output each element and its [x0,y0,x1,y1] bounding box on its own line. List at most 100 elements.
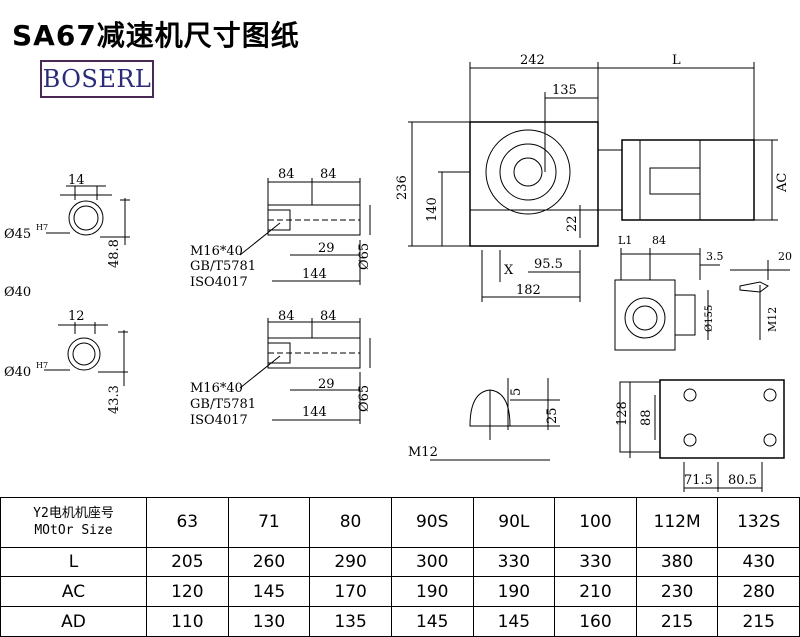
gearmotor-front-view [408,62,778,302]
table-cell: 145 [390,606,474,637]
motor-dim-242: 242 [520,53,545,68]
table-cell: 380 [635,546,719,578]
sleeve-a-dim-144: 144 [302,267,327,282]
table-row: Y2电机机座号 MOtOr Size 63 71 80 90S 90L 100 … [0,497,800,548]
header-line-en: MOtOr Size [34,523,113,539]
size-cell: 112M [635,497,719,548]
shaft-bore-a [46,185,130,245]
motor-dim-95-5: 95.5 [534,257,563,272]
bolt-dim-M12: M12 [408,445,438,460]
size-cell: 90L [472,497,556,548]
hollow-shaft-sleeve-a [239,178,371,285]
motor-dim-L: L [672,53,681,68]
row-label: AD [0,606,147,637]
sleeve-b-bolt-3: ISO4017 [190,413,248,428]
flange-dim-155: Ø155 [704,305,715,332]
shaft-bore-b [44,322,128,386]
size-cell: 71 [227,497,311,548]
sleeve-b-bolt-1: M16*40 [190,381,243,396]
bolt-dim-5: 5 [509,388,524,396]
table-row: AC 120 145 170 190 190 210 230 280 [0,576,800,608]
size-cell: 132S [717,497,800,548]
size-cell: 100 [554,497,637,548]
brand-logo: BOSERL [40,60,154,98]
technical-drawing: 14 Ø45 H7 48.8 Ø40 12 Ø40 H7 43.3 84 84 … [4,53,792,492]
motor-dim-140: 140 [425,197,440,222]
bottom-dim-128: 128 [615,401,630,426]
hollow-shaft-sleeve-b [239,318,371,424]
table-cell: 230 [635,576,719,608]
table-cell: 120 [146,576,229,608]
sleeve-b-dia: Ø65 [357,385,372,412]
bottom-dim-88: 88 [639,409,654,426]
gearbox-side-view [614,248,720,351]
table-cell: 215 [635,606,719,637]
flange-dim-84: 84 [652,234,666,247]
sleeve-a-dia: Ø65 [357,243,372,270]
eye-bolt-detail [430,378,560,461]
dim-height-b: 43.3 [107,385,122,414]
sleeve-a-dim-84b: 84 [320,167,337,182]
table-cell: 110 [146,606,229,637]
table-cell: 215 [717,606,800,637]
table-row: AD 110 130 135 145 145 160 215 215 [0,606,800,637]
size-cell: 63 [146,497,229,548]
bottom-dim-71-5: 71.5 [684,473,713,488]
sleeve-a-dim-84a: 84 [278,167,295,182]
gearbox-bottom-view [619,379,785,492]
sleeve-a-bolt-1: M16*40 [190,244,243,259]
table-cell: 280 [717,576,800,608]
shaft-end-detail [730,260,790,340]
table-header-cell: Y2电机机座号 MOtOr Size [0,497,147,548]
sleeve-a-bolt-2: GB/T5781 [190,259,256,274]
page-title: SA67减速机尺寸图纸 [12,19,300,52]
table-cell: 330 [554,546,637,578]
bolt-dim-25: 25 [545,407,560,424]
motor-dim-22: 22 [565,215,580,232]
table-cell: 210 [554,576,637,608]
sleeve-a-dim-29: 29 [318,241,335,256]
header-line-cn: Y2电机机座号 [33,506,114,522]
sleeve-b-dim-144: 144 [302,405,327,420]
table-cell: 135 [309,606,392,637]
sleeve-a-bolt-3: ISO4017 [190,275,248,290]
table-cell: 300 [390,546,474,578]
row-label: AC [0,576,147,608]
shaft-between-label: Ø40 [4,285,31,300]
dim-bore-a: Ø45 [4,227,31,242]
row-label: L [0,546,147,578]
side-dim-20: 20 [778,250,792,263]
size-cell: 80 [309,497,392,548]
size-cell: 90S [390,497,474,548]
motor-dim-236: 236 [395,175,410,200]
sleeve-b-dim-84a: 84 [278,309,295,324]
motor-x-label: X [504,263,514,278]
motor-dim-135: 135 [552,83,577,98]
table-cell: 160 [554,606,637,637]
fit-b: H7 [36,361,48,370]
flange-dim-L1: L1 [618,234,632,247]
table-cell: 260 [227,546,311,578]
bottom-dim-80-5: 80.5 [728,473,757,488]
sleeve-b-dim-84b: 84 [320,309,337,324]
table-row: L 205 260 290 300 330 330 380 430 [0,546,800,578]
table-cell: 330 [472,546,556,578]
sleeve-b-bolt-2: GB/T5781 [190,397,256,412]
motor-size-table: Y2电机机座号 MOtOr Size 63 71 80 90S 90L 100 … [0,497,800,637]
logo-text: BOSERL [42,65,152,93]
fit-a: H7 [36,223,48,232]
table-cell: 190 [390,576,474,608]
table-cell: 290 [309,546,392,578]
table-cell: 170 [309,576,392,608]
dim-height-a: 48.8 [107,239,122,268]
table-cell: 130 [227,606,311,637]
table-cell: 145 [472,606,556,637]
dim-key-width-a: 14 [68,173,85,188]
table-cell: 190 [472,576,556,608]
flange-dim-3-5: 3.5 [706,250,724,263]
motor-dim-AC: AC [775,173,790,193]
table-cell: 430 [717,546,800,578]
side-dim-M12: M12 [766,307,779,332]
dim-key-width-b: 12 [68,309,85,324]
table-cell: 145 [227,576,311,608]
